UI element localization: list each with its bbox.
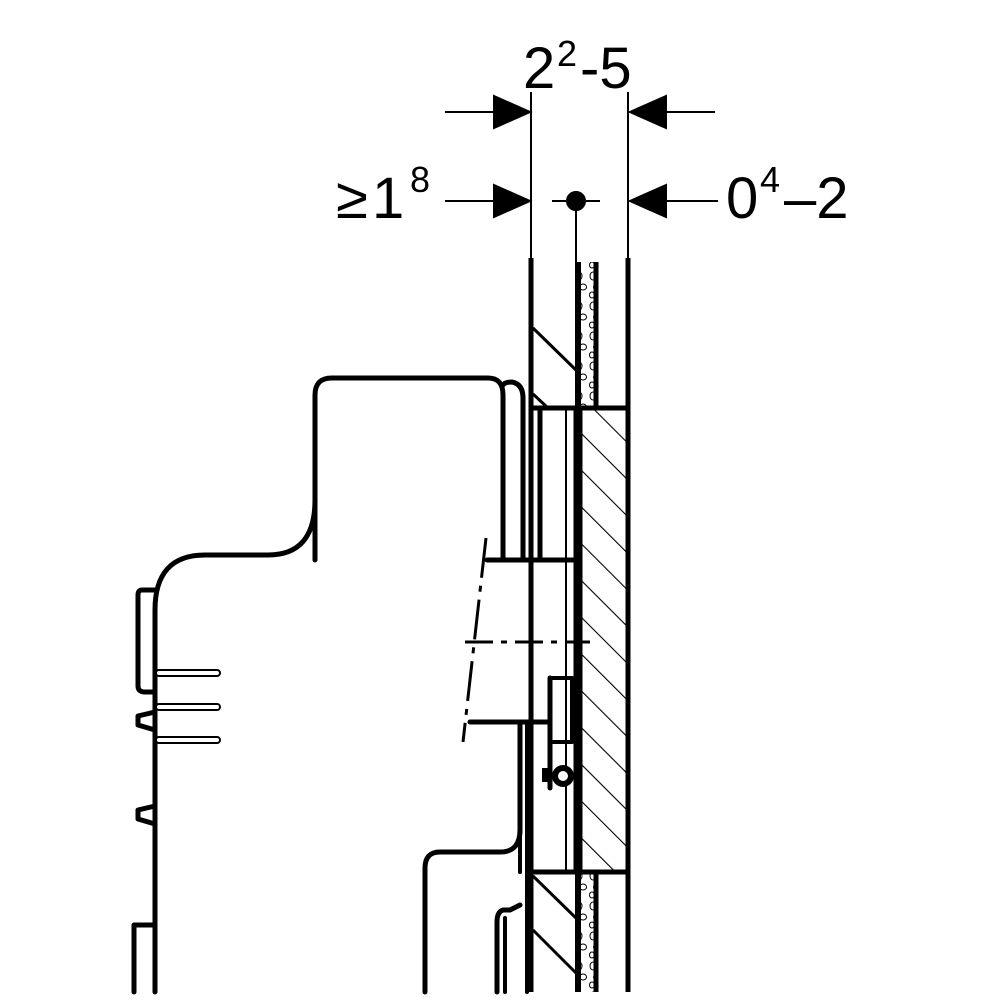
dim-left-base: 1 <box>372 166 404 231</box>
rod-3 <box>155 736 221 744</box>
dim-top-base: 2 <box>523 36 555 101</box>
arrow-left-icon <box>627 183 667 219</box>
center-lines <box>461 537 590 743</box>
cistern-frame <box>131 375 579 995</box>
wall-panel-hatched <box>577 405 631 875</box>
dim-left-prefix: ≥ <box>336 166 368 231</box>
dimension-top: 2 2 -5 <box>523 33 632 101</box>
wall-section <box>528 258 631 992</box>
plaster-layer-bottom <box>580 872 596 992</box>
dim-left-sup: 8 <box>410 159 430 200</box>
dimension-right: 0 4 –2 <box>726 159 849 231</box>
adjustment-knob-icon <box>542 765 574 787</box>
extension-lines <box>530 92 629 258</box>
cistern-left-edge <box>152 497 318 995</box>
cistern-top <box>312 375 506 563</box>
rod-2 <box>155 703 221 711</box>
dimension-left: ≥ 1 8 <box>336 159 430 231</box>
rod-1 <box>155 669 221 677</box>
rods <box>155 669 221 744</box>
dimension-arrows <box>445 94 718 262</box>
dim-right-rest: –2 <box>784 166 849 231</box>
dim-right-base: 0 <box>726 166 758 231</box>
dim-top-sup: 2 <box>557 33 577 74</box>
arrow-right-icon <box>493 183 533 219</box>
arrow-right-icon <box>493 94 533 130</box>
dim-right-sup: 4 <box>760 159 780 200</box>
plaster-layer-top <box>580 262 596 408</box>
arrow-left-icon <box>627 94 667 130</box>
dim-top-rest: -5 <box>580 36 632 101</box>
